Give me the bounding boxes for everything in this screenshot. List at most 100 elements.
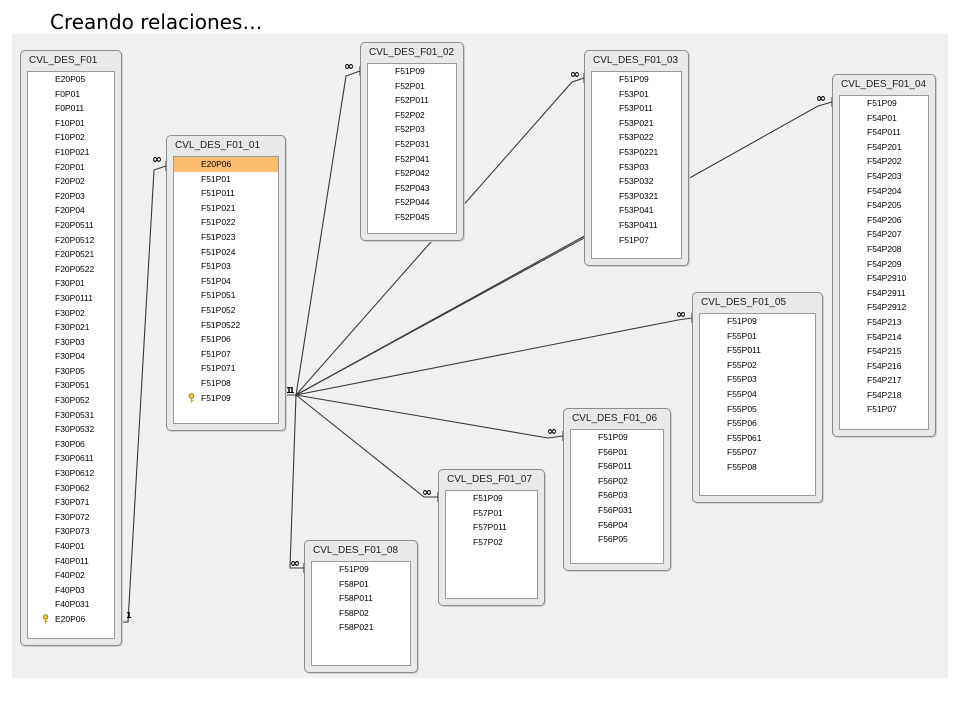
field-item[interactable]: F30P02 (28, 306, 114, 321)
table-title[interactable]: CVL_DES_F01_06 (572, 413, 658, 424)
field-item[interactable]: F20P01 (28, 160, 114, 175)
field-item[interactable]: F53P022 (592, 130, 681, 145)
field-item[interactable]: F30P0612 (28, 466, 114, 481)
field-item[interactable]: F52P045 (368, 210, 456, 225)
field-item[interactable]: F51P09 (174, 391, 278, 406)
field-item[interactable]: F55P04 (700, 387, 815, 402)
field-item[interactable]: F52P011 (368, 93, 456, 108)
field-item[interactable]: F10P01 (28, 116, 114, 131)
field-item[interactable]: F54P208 (840, 242, 928, 257)
field-item[interactable]: F53P011 (592, 101, 681, 116)
field-item[interactable]: F53P0321 (592, 189, 681, 204)
field-item[interactable]: F30P062 (28, 481, 114, 496)
field-item[interactable]: F55P05 (700, 402, 815, 417)
field-item[interactable]: F54P213 (840, 315, 928, 330)
field-item[interactable]: F20P0512 (28, 233, 114, 248)
field-item[interactable]: F51P03 (174, 259, 278, 274)
field-item[interactable]: F56P03 (571, 488, 663, 503)
field-item[interactable]: F20P02 (28, 174, 114, 189)
field-item[interactable]: F52P041 (368, 152, 456, 167)
field-item[interactable]: F54P218 (840, 388, 928, 403)
field-item[interactable]: E20P05 (28, 72, 114, 87)
field-item[interactable]: F51P052 (174, 303, 278, 318)
field-item[interactable]: F54P2910 (840, 271, 928, 286)
table-title[interactable]: CVL_DES_F01_02 (369, 47, 455, 58)
field-item[interactable]: F0P011 (28, 101, 114, 116)
field-item[interactable]: F30P05 (28, 364, 114, 379)
field-item[interactable]: F53P041 (592, 203, 681, 218)
field-item[interactable]: F58P01 (312, 577, 410, 592)
field-item[interactable]: F58P021 (312, 620, 410, 635)
field-item[interactable]: F54P217 (840, 373, 928, 388)
field-item[interactable]: F55P01 (700, 329, 815, 344)
field-item[interactable]: F56P04 (571, 518, 663, 533)
field-item[interactable]: F54P203 (840, 169, 928, 184)
field-item[interactable]: F30P01 (28, 276, 114, 291)
field-item[interactable]: F51P09 (368, 64, 456, 79)
field-item[interactable]: F57P011 (446, 520, 537, 535)
field-item[interactable]: F51P011 (174, 186, 278, 201)
field-item[interactable]: F58P02 (312, 606, 410, 621)
field-item[interactable]: F52P031 (368, 137, 456, 152)
field-item[interactable]: F53P021 (592, 116, 681, 131)
field-item[interactable]: F54P206 (840, 213, 928, 228)
field-item[interactable]: F51P09 (446, 491, 537, 506)
field-item[interactable]: F54P209 (840, 257, 928, 272)
field-item[interactable]: F51P022 (174, 215, 278, 230)
field-item[interactable]: F55P06 (700, 416, 815, 431)
field-item[interactable]: F53P01 (592, 87, 681, 102)
field-item[interactable]: F53P03 (592, 160, 681, 175)
field-item[interactable]: F54P204 (840, 184, 928, 199)
field-item[interactable]: F30P0111 (28, 291, 114, 306)
table-title[interactable]: CVL_DES_F01_05 (701, 297, 787, 308)
field-item[interactable]: F51P071 (174, 361, 278, 376)
field-item[interactable]: F20P0522 (28, 262, 114, 277)
field-item[interactable]: F51P09 (312, 562, 410, 577)
field-item[interactable]: F30P04 (28, 349, 114, 364)
table-title[interactable]: CVL_DES_F01_03 (593, 55, 679, 66)
field-item[interactable]: F40P01 (28, 539, 114, 554)
field-item[interactable]: F40P02 (28, 568, 114, 583)
field-item[interactable]: F52P042 (368, 166, 456, 181)
field-item[interactable]: F54P214 (840, 330, 928, 345)
field-item[interactable]: F55P08 (700, 460, 815, 475)
field-item[interactable]: F40P03 (28, 583, 114, 598)
field-item[interactable]: F56P011 (571, 459, 663, 474)
field-item[interactable]: F54P205 (840, 198, 928, 213)
field-item[interactable]: E20P06 (28, 612, 114, 627)
field-item[interactable]: F30P072 (28, 510, 114, 525)
field-item[interactable]: F54P01 (840, 111, 928, 126)
field-item[interactable]: F10P021 (28, 145, 114, 160)
field-item[interactable]: F20P0521 (28, 247, 114, 262)
field-item[interactable]: F55P02 (700, 358, 815, 373)
field-item[interactable]: F30P021 (28, 320, 114, 335)
field-item[interactable]: F51P09 (840, 96, 928, 111)
field-item[interactable]: F51P07 (592, 233, 681, 248)
table-title[interactable]: CVL_DES_F01_04 (841, 79, 927, 90)
field-item[interactable]: F0P01 (28, 87, 114, 102)
field-item[interactable]: F51P07 (840, 402, 928, 417)
field-item[interactable]: F58P011 (312, 591, 410, 606)
field-item[interactable]: F51P051 (174, 288, 278, 303)
field-item[interactable]: F51P04 (174, 274, 278, 289)
field-item[interactable]: E20P06 (174, 157, 278, 172)
field-item[interactable]: F54P011 (840, 125, 928, 140)
field-item[interactable]: F54P201 (840, 140, 928, 155)
field-item[interactable]: F56P031 (571, 503, 663, 518)
field-item[interactable]: F54P207 (840, 227, 928, 242)
field-item[interactable]: F20P0511 (28, 218, 114, 233)
field-item[interactable]: F57P02 (446, 535, 537, 550)
field-item[interactable]: F30P0532 (28, 422, 114, 437)
